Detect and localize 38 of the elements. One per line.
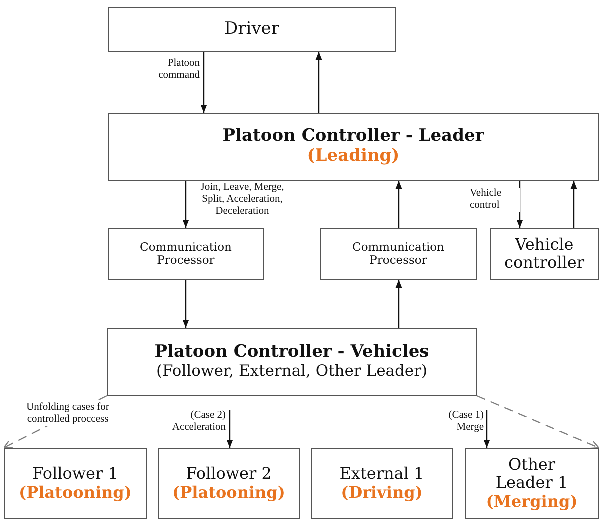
process-box bbox=[108, 7, 396, 52]
box-subtitle: (Driving) bbox=[341, 484, 423, 502]
arrow bbox=[316, 52, 322, 113]
box-title: Vehicle controller bbox=[504, 236, 586, 272]
process-box bbox=[158, 448, 300, 519]
box-title: Follower 2 bbox=[186, 465, 272, 484]
box-title: Follower 1 bbox=[32, 465, 118, 484]
box-title: Platoon Controller - Leader bbox=[222, 127, 484, 147]
box-title: Communication Processor bbox=[139, 240, 233, 268]
arrow bbox=[226, 410, 234, 448]
arrow bbox=[516, 181, 524, 228]
process-box bbox=[465, 448, 599, 519]
box-title: Other Leader 1 bbox=[494, 456, 570, 493]
arrow bbox=[570, 181, 578, 228]
process-box bbox=[490, 228, 599, 280]
box-title: Communication Processor bbox=[352, 240, 446, 268]
box-subtitle: (Platooning) bbox=[172, 484, 286, 502]
process-box bbox=[311, 448, 453, 519]
arrow bbox=[200, 52, 208, 113]
arrow bbox=[484, 410, 490, 448]
arrow bbox=[396, 181, 402, 228]
box-title: External 1 bbox=[340, 465, 424, 484]
process-box bbox=[4, 448, 147, 519]
dashed-arrow bbox=[476, 395, 599, 450]
arrow bbox=[396, 280, 402, 328]
process-box bbox=[320, 228, 477, 280]
box-subtitle: (Merging) bbox=[486, 492, 578, 512]
box-subtitle: (Follower, External, Other Leader) bbox=[156, 362, 428, 381]
process-box bbox=[108, 113, 599, 181]
arrow bbox=[182, 181, 190, 228]
box-subtitle: (Platooning) bbox=[19, 484, 132, 502]
box-subtitle: (Leading) bbox=[307, 147, 400, 167]
edge-label: Vehicle control bbox=[470, 188, 520, 212]
box-title: Driver bbox=[224, 20, 280, 40]
box-title: Platoon Controller - Vehicles bbox=[154, 343, 430, 363]
process-box bbox=[107, 328, 477, 396]
process-box bbox=[108, 228, 264, 280]
arrow bbox=[182, 280, 190, 328]
